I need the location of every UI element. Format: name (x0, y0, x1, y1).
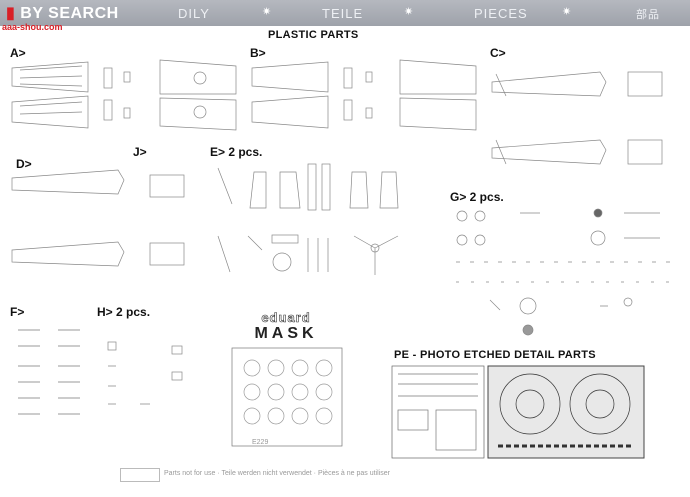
tab-dily: DILY (178, 6, 210, 21)
sprue-label-b: B> (250, 46, 266, 60)
tab-teile: TEILE (322, 6, 364, 21)
wing-panel-a2 (11, 95, 89, 129)
star-icon: ✷ (262, 6, 272, 18)
tab-pieces: PIECES (474, 6, 528, 21)
star-icon: ✷ (562, 6, 572, 18)
tab-buhin: 部品 (636, 9, 660, 21)
sprue-label-c: C> (490, 46, 506, 60)
mask-label: MASK (254, 325, 318, 342)
watermark-url: aaa-shou.com (2, 22, 63, 32)
star-icon: ✷ (404, 6, 414, 18)
sprue-label-h: H> 2 pcs. (97, 305, 151, 319)
mask-logo: eduard MASK (240, 310, 332, 343)
header-bar: ▮ BY SEARCH DILY ✷ TEILE ✷ PIECES ✷ 部品 (0, 0, 690, 26)
wing-panel-a1 (11, 61, 89, 93)
footer-legend-box (120, 468, 160, 482)
footer-note: Parts not for use · Teile werden nicht v… (164, 470, 390, 477)
pe-title: PE - PHOTO ETCHED DETAIL PARTS (394, 349, 596, 361)
brand-text: BY SEARCH (20, 5, 119, 22)
plastic-parts-title: PLASTIC PARTS (268, 29, 359, 41)
brand-logo: ▮ BY SEARCH (6, 3, 119, 23)
sprue-label-f: F> (10, 305, 25, 319)
mask-code: E229 (252, 439, 268, 446)
sprue-label-e: E> 2 pcs. (210, 145, 263, 159)
sprue-label-a: A> (10, 46, 26, 60)
sprue-label-d: D> (16, 157, 32, 171)
mask-brand: eduard (261, 310, 311, 326)
brand-mark: ▮ (6, 5, 16, 22)
sprue-label-j: J> (133, 145, 147, 159)
sprue-label-g: G> 2 pcs. (450, 190, 504, 204)
